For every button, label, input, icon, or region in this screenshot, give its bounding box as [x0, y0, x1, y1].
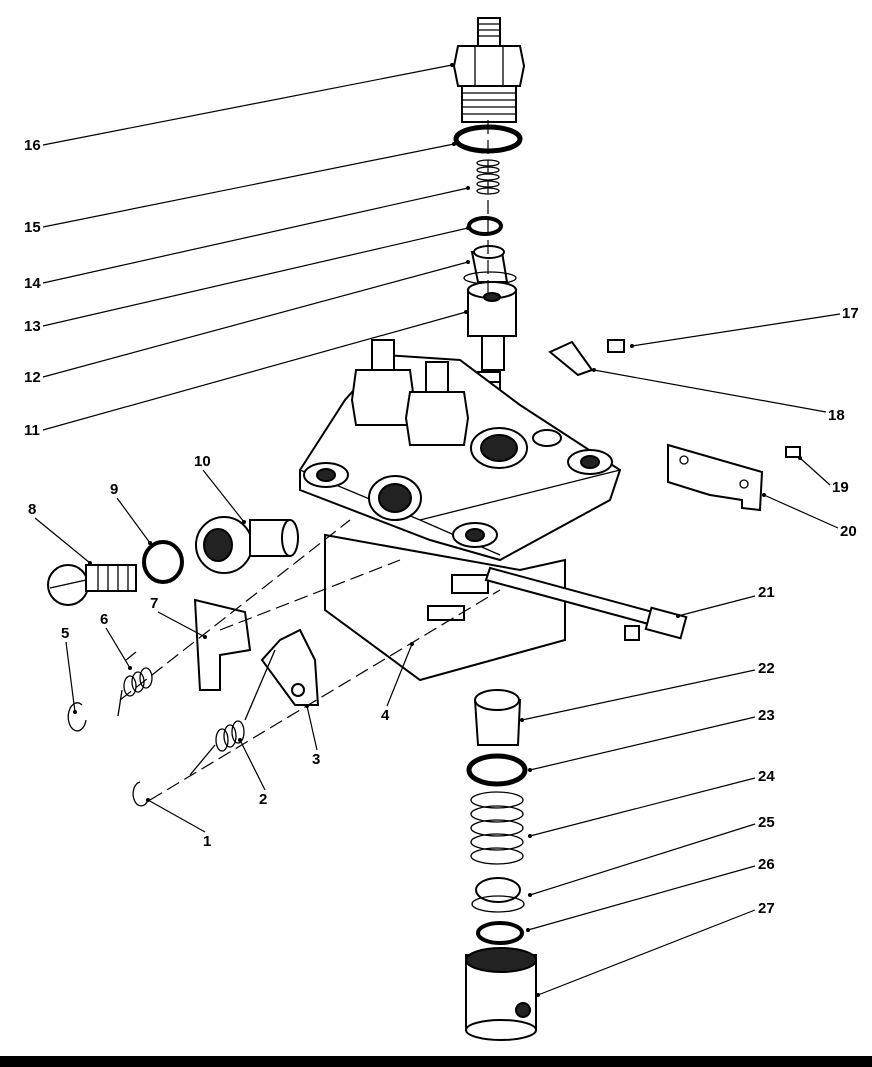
callout-15: 15	[24, 219, 41, 236]
part-pump-body	[299, 339, 622, 682]
callout-21: 21	[758, 584, 775, 601]
part-screw-19	[785, 446, 801, 458]
callout-12: 12	[24, 369, 41, 386]
callout-2: 2	[259, 791, 267, 808]
part-gear-22	[473, 689, 522, 746]
callout-23: 23	[758, 707, 775, 724]
callout-9: 9	[110, 481, 118, 498]
part-plunger-barrel	[467, 281, 517, 429]
callout-1: 1	[203, 833, 211, 850]
part-lever-3	[260, 628, 320, 706]
part-screw-17	[607, 339, 625, 353]
callout-7: 7	[150, 595, 158, 612]
callout-19: 19	[832, 479, 849, 496]
part-spring-6	[117, 651, 153, 717]
part-screw	[47, 564, 137, 606]
part-spring-24	[470, 791, 524, 865]
callout-24: 24	[758, 768, 775, 785]
part-plate-7	[193, 598, 252, 691]
callout-17: 17	[842, 305, 859, 322]
part-plate-20	[667, 443, 764, 512]
part-washer-23	[466, 753, 528, 787]
callout-18: 18	[828, 407, 845, 424]
callout-20: 20	[840, 523, 857, 540]
callout-labels: 16 15 14 13 12 11 17 18 19 20 21 22 23 2…	[24, 137, 859, 917]
callout-13: 13	[24, 318, 41, 335]
part-valve	[463, 245, 517, 285]
callout-8: 8	[28, 501, 36, 518]
part-clip-1	[132, 781, 149, 807]
callout-6: 6	[100, 611, 108, 628]
callout-10: 10	[194, 453, 211, 470]
part-spring-2	[189, 649, 276, 776]
callout-25: 25	[758, 814, 775, 831]
callout-16: 16	[24, 137, 41, 154]
leader-lines	[34, 63, 841, 997]
callout-22: 22	[758, 660, 775, 677]
callout-4: 4	[381, 707, 390, 724]
part-tappet-27	[465, 947, 537, 1041]
callout-26: 26	[758, 856, 775, 873]
part-washer-top	[467, 216, 503, 236]
callout-5: 5	[61, 625, 69, 642]
lever-hole	[291, 683, 305, 697]
part-seat-25	[471, 877, 525, 913]
callout-27: 27	[758, 900, 775, 917]
part-fitting-top	[452, 17, 526, 123]
part-washer-26	[476, 921, 524, 945]
part-clip-5	[67, 702, 87, 732]
cropped-text-band	[0, 1056, 872, 1067]
part-bracket-18	[548, 340, 594, 377]
callout-14: 14	[24, 275, 41, 292]
part-washer-9	[142, 540, 184, 584]
callout-3: 3	[312, 751, 320, 768]
part-banjo-fitting	[195, 516, 299, 574]
callout-11: 11	[24, 422, 40, 439]
